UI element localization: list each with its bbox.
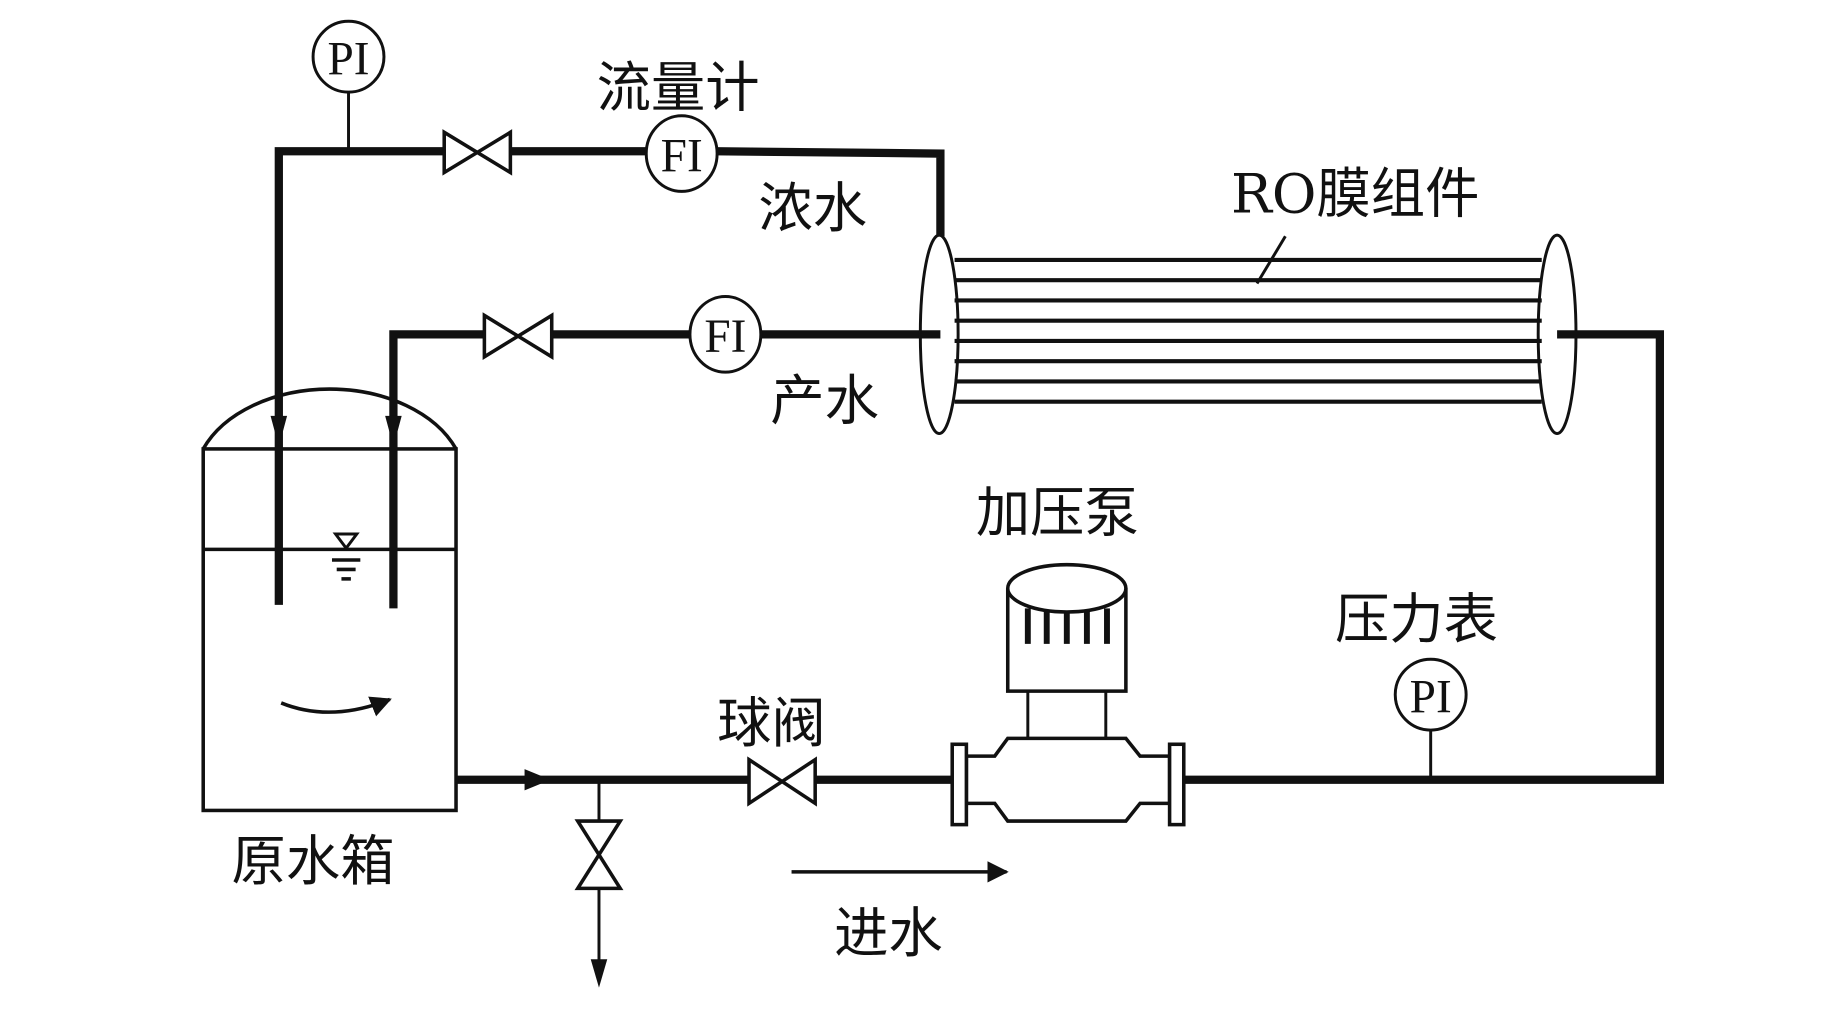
flow-arrow-icon [385, 415, 402, 447]
label-concentrate: 浓水 [758, 177, 867, 240]
raw-water-tank [201, 387, 458, 813]
concentrate-line [270, 147, 945, 605]
label-ball-valve: 球阀 [717, 692, 826, 755]
drain-arrow-icon [590, 959, 608, 988]
tank-dome [201, 387, 458, 450]
drain-valve-icon [574, 819, 624, 891]
label-pressure-gauge: 压力表 [1335, 588, 1498, 651]
label-feed-water: 进水 [834, 902, 943, 965]
pressure-gauge-top: PI [311, 19, 386, 94]
svg-text:PI: PI [328, 33, 370, 85]
booster-pump-icon [950, 562, 1186, 827]
stir-arrow-icon [280, 696, 392, 717]
ball-valve-icon [747, 756, 817, 807]
svg-text:FI: FI [704, 311, 746, 363]
label-permeate: 产水 [770, 369, 879, 432]
label-flowmeter: 流量计 [597, 56, 760, 119]
label-raw-water-tank: 原水箱 [232, 830, 395, 893]
flow-arrow-icon [524, 769, 551, 791]
concentrate-valve-icon [442, 129, 513, 176]
permeate-line [385, 330, 941, 609]
permeate-valve-icon [482, 312, 554, 360]
flowmeter-permeate: FI [688, 295, 763, 374]
membrane-tubes [954, 257, 1542, 404]
label-ro-module: RO膜组件 [1231, 163, 1479, 226]
label-booster-pump: 加压泵 [976, 482, 1139, 545]
pressure-gauge-feed: PI [1393, 657, 1468, 732]
leader-line [1255, 235, 1287, 285]
tank-body [201, 447, 458, 813]
flow-arrow-icon [270, 415, 288, 447]
svg-text:PI: PI [1410, 671, 1452, 723]
flowmeter-concentrate: FI [644, 114, 719, 193]
feed-return-line [1183, 330, 1665, 784]
feed-line [456, 769, 953, 791]
module-end-cap-left [918, 233, 960, 436]
water-level-icon [331, 532, 361, 581]
svg-text:FI: FI [661, 130, 703, 182]
ro-membrane-module [918, 233, 1578, 436]
drain-branch [574, 779, 624, 988]
